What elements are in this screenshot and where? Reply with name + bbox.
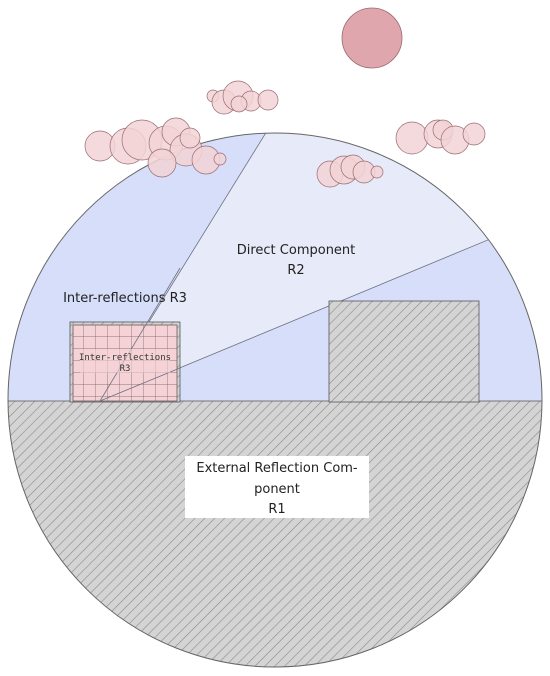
inter-reflections-box-sublabel: R3: [120, 364, 131, 374]
cloud-icon: [316, 154, 384, 188]
inter-reflections-box-bg: [80, 349, 170, 373]
external-reflection-label: External Reflection Com-: [196, 461, 358, 476]
cloud-icon: [206, 80, 279, 115]
inter-reflections-box-label: Inter-reflections: [79, 353, 171, 363]
external-reflection-sublabel: R1: [268, 502, 285, 517]
direct-component-sublabel: R2: [287, 263, 304, 278]
external-reflection-label-line2: ponent: [254, 482, 300, 497]
wedge-edge-right-inner: [99, 367, 181, 402]
sun-icon: [341, 7, 403, 69]
cloud-icon: [84, 117, 227, 178]
hemisphere-outline: [7, 132, 543, 668]
ground-region: [8, 401, 542, 667]
cloud-icon: [395, 119, 486, 155]
inter-reflections-label: Inter-reflections R3: [63, 291, 187, 306]
external-reflection-box: [185, 456, 369, 518]
obstructing-building: [328, 300, 480, 403]
wedge-edge-left-inner: [99, 267, 181, 402]
direct-component-label: Direct Component: [237, 243, 356, 258]
